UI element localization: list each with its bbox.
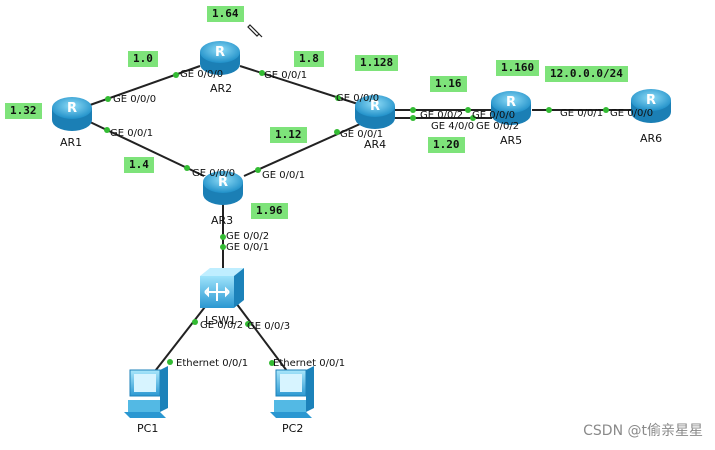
port-dot: [465, 107, 471, 113]
port-label: GE 0/0/1: [264, 70, 308, 81]
port-dot: [104, 127, 110, 133]
port-label: Ethernet 0/0/1: [273, 358, 346, 369]
router-icon: R: [506, 95, 516, 110]
router-ar1[interactable]: R: [52, 97, 92, 131]
router-icon: R: [370, 99, 380, 114]
address-note: 1.96: [251, 203, 288, 219]
port-dots: [104, 70, 609, 366]
address-note: 1.128: [355, 55, 399, 71]
address-note: 1.4: [124, 157, 154, 173]
address-note: 1.12: [270, 127, 307, 143]
port-dot: [105, 96, 111, 102]
router-ar4[interactable]: R: [355, 95, 395, 129]
port-label: GE 0/0/0: [336, 93, 380, 104]
device-label-ar4: AR4: [364, 138, 387, 151]
router-ar2[interactable]: R: [200, 41, 240, 75]
link-ar3-ar4: [243, 123, 361, 177]
address-note: 1.64: [207, 6, 244, 22]
device-label-ar6: AR6: [640, 132, 663, 145]
port-dot: [546, 107, 552, 113]
address-note: 1.16: [430, 76, 467, 92]
port-dot: [255, 167, 261, 173]
port-label: GE 0/0/1: [560, 108, 604, 119]
port-dot: [220, 234, 226, 240]
watermark: CSDN @t偷亲星星: [583, 423, 703, 439]
port-label: GE 0/0/0: [192, 168, 236, 179]
address-note: 1.0: [128, 51, 158, 67]
switch-lsw1[interactable]: [200, 268, 244, 308]
port-label: GE 0/0/0: [610, 108, 654, 119]
pointer-cursor-icon: [247, 24, 263, 38]
device-label-ar1: AR1: [60, 136, 83, 149]
port-dot: [184, 165, 190, 171]
router-icon: R: [215, 45, 225, 60]
port-dot: [245, 321, 251, 327]
port-dot: [335, 95, 341, 101]
port-dot: [173, 72, 179, 78]
address-note: 1.8: [294, 51, 324, 67]
port-label: GE 0/0/1: [226, 242, 270, 253]
device-label-ar2: AR2: [210, 82, 233, 95]
device-label-ar3: AR3: [211, 214, 234, 227]
port-label: GE 0/0/1: [262, 170, 306, 181]
address-note: 1.32: [5, 103, 42, 119]
port-label: GE 0/0/1: [110, 128, 154, 139]
device-label-pc1: PC1: [137, 422, 159, 435]
port-label: GE 0/0/0: [472, 110, 516, 121]
port-dot: [470, 115, 476, 121]
port-dot: [167, 359, 173, 365]
device-label-ar5: AR5: [500, 134, 523, 147]
port-label: GE 0/0/2: [200, 320, 244, 331]
port-label: GE 0/0/2: [226, 231, 270, 242]
address-note: 1.20: [428, 137, 465, 153]
switch-icon: [204, 283, 230, 301]
port-label: Ethernet 0/0/1: [176, 358, 249, 369]
router-icon: R: [218, 175, 228, 190]
port-dot: [334, 129, 340, 135]
router-icon: R: [67, 101, 77, 116]
link-lsw1-pc1: [151, 302, 209, 376]
address-note: 12.0.0.0/24: [545, 66, 628, 82]
port-label: GE 0/0/2: [420, 110, 464, 121]
router-ar5[interactable]: R: [491, 91, 531, 125]
address-note: 1.160: [496, 60, 540, 76]
device-label-lsw1: LSW1: [205, 314, 236, 327]
port-label: GE 0/0/2: [476, 121, 520, 132]
port-dot: [410, 107, 416, 113]
port-dot: [220, 244, 226, 250]
device-label-pc2: PC2: [282, 422, 304, 435]
port-label: GE 0/0/0: [113, 94, 157, 105]
pc-pc2[interactable]: [270, 366, 314, 418]
link-lsw1-pc2: [235, 302, 291, 376]
pc-pc1[interactable]: [124, 366, 168, 418]
port-dot: [603, 107, 609, 113]
port-label: GE 0/0/0: [180, 69, 224, 80]
port-label: GE 0/0/1: [340, 129, 384, 140]
port-dot: [259, 70, 265, 76]
router-ar3[interactable]: R: [203, 171, 243, 205]
port-dot: [269, 360, 275, 366]
router-ar6[interactable]: R: [631, 89, 671, 123]
port-label: GE 0/0/3: [247, 321, 291, 332]
port-dot: [192, 319, 198, 325]
port-label: GE 4/0/0: [431, 121, 475, 132]
port-dot: [410, 115, 416, 121]
router-icon: R: [646, 93, 656, 108]
